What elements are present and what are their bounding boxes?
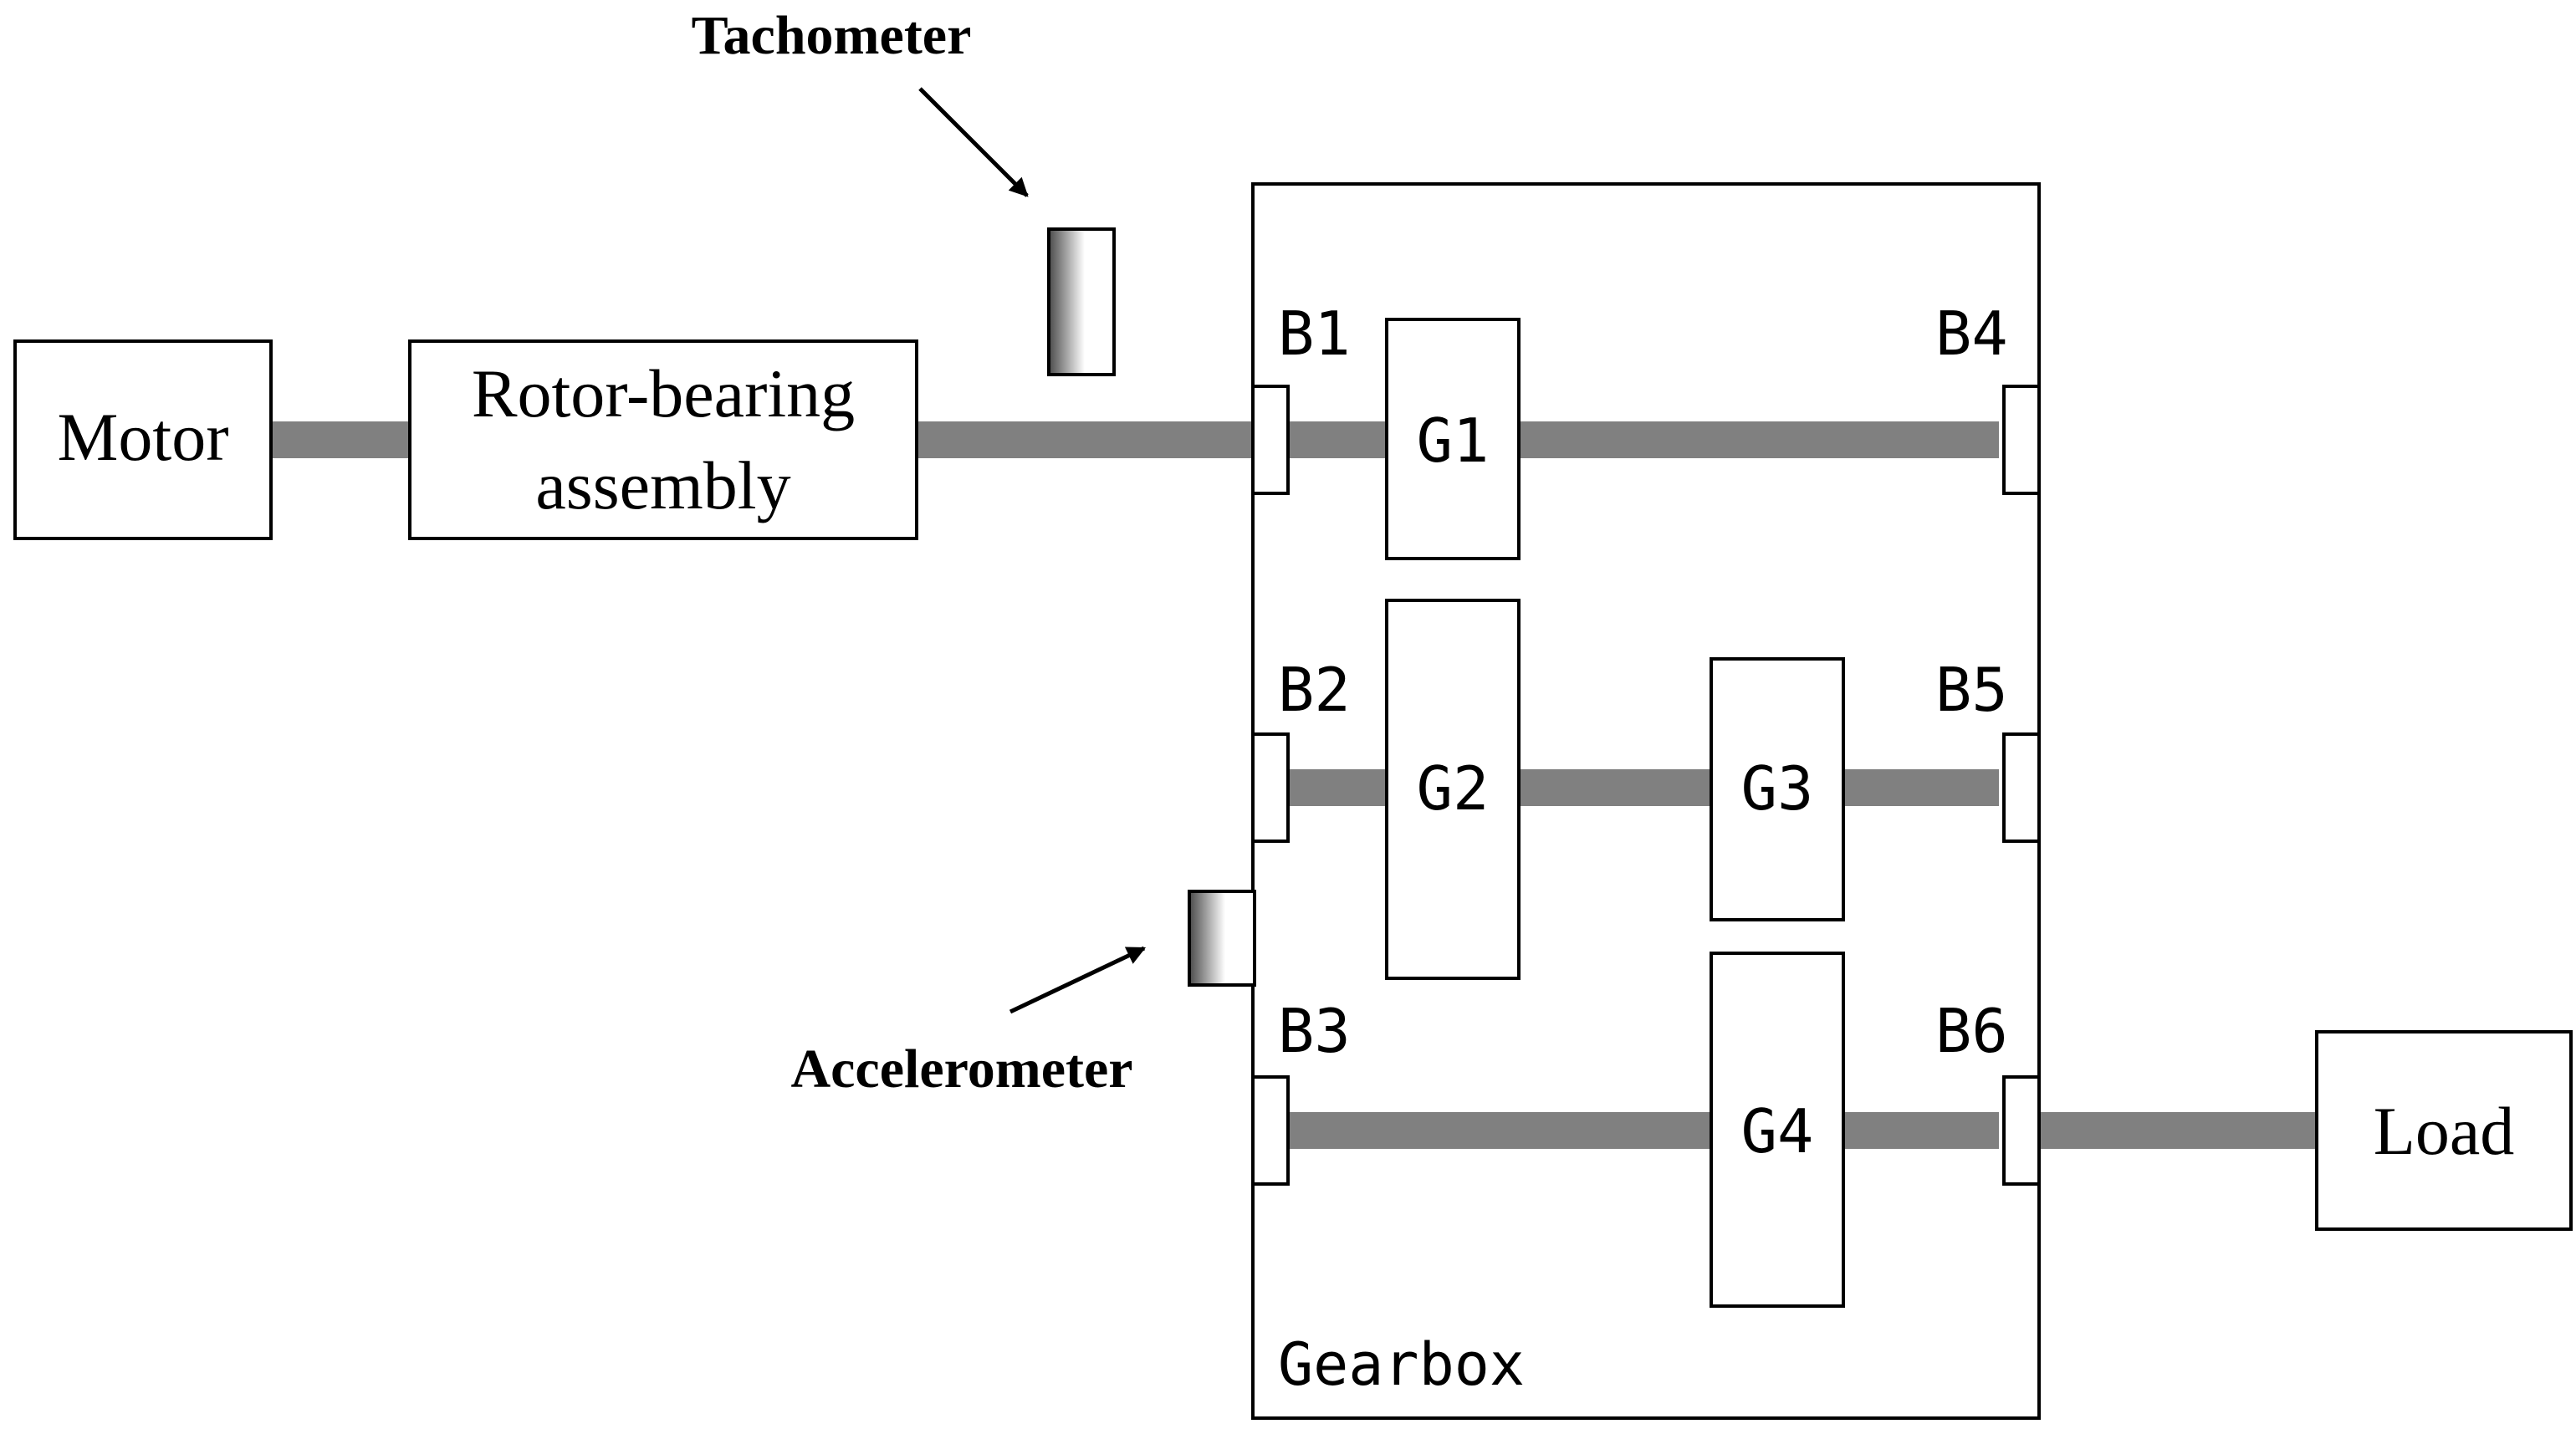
load-block: Load [2315,1030,2573,1231]
shaft-rotor-gearbox [917,421,1253,458]
bearing-label-b3: B3 [1278,996,1351,1066]
gear-label: G3 [1741,753,1814,824]
load-label: Load [2374,1093,2514,1169]
gear-label: G1 [1417,406,1490,476]
accelerometer-icon [1188,890,1256,987]
shaft-motor-rotor [271,421,410,458]
tachometer-sensor: Tachometer [692,5,1116,376]
tachometer-icon [1047,227,1116,376]
gear-g2: G2 [1385,599,1521,980]
bearing-b6 [2002,1075,2041,1186]
shaft-3 [1286,1112,1999,1149]
rotor-bearing-assembly-block: Rotor-bearing assembly [408,339,918,540]
bearing-b5 [2002,732,2041,843]
rotor-bearing-label-line1: Rotor-bearing [472,355,855,431]
motor-block: Motor [13,339,273,540]
bearing-label-b1: B1 [1278,299,1351,369]
accelerometer-label: Accelerometer [790,1039,1132,1100]
bearing-b2 [1251,732,1290,843]
gear-g4: G4 [1710,952,1845,1308]
bearing-label-b4: B4 [1935,299,2008,369]
bearing-label-b2: B2 [1278,655,1351,725]
gear-g1: G1 [1385,318,1521,560]
rotor-bearing-label-line2: assembly [535,447,790,523]
shaft-gearbox-load [2032,1112,2317,1149]
accelerometer-arrow [1009,946,1147,1014]
gear-label: G2 [1417,753,1490,824]
gears: G1 G2 G3 G4 [1385,318,1845,1308]
bearing-b4 [2002,385,2041,495]
tachometer-label: Tachometer [692,5,972,66]
bearing-label-b6: B6 [1935,996,2008,1066]
bearing-label-b5: B5 [1935,655,2008,725]
bearing-b1 [1251,385,1290,495]
gear-label: G4 [1741,1096,1814,1166]
gear-g3: G3 [1710,657,1845,921]
tachometer-arrow [918,87,1029,197]
bearings: B1 B2 B3 B4 B5 B6 [1251,299,2041,1186]
accelerometer-sensor: Accelerometer [790,890,1256,1100]
motor-label: Motor [58,399,229,475]
gearbox-label: Gearbox [1278,1330,1525,1399]
bearing-b3 [1251,1075,1290,1186]
